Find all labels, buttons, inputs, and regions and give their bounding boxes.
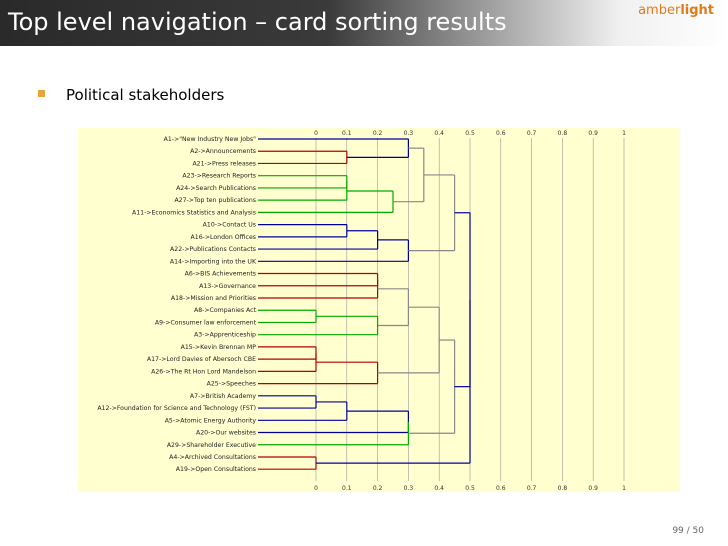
x-tick-label-bottom: 0.5	[465, 485, 475, 492]
leaf-label: A22->Publications Contacts	[170, 246, 256, 253]
x-tick-label-bottom: 0	[314, 485, 318, 492]
bullet-text: Political stakeholders	[66, 86, 225, 104]
amberlight-logo: amberlight	[638, 3, 714, 18]
dendrogram-chart: 0 0 0.1 0.1 0.2 0.2 0.3 0.3 0.4 0.4 0.5 0.5 0.6 0.6 0.…	[78, 128, 680, 492]
x-tick-label-bottom: 0.7	[527, 485, 537, 492]
leaf-label: A17->Lord Davies of Abersoch CBE	[147, 356, 256, 363]
x-tick-label-top: 0.2	[373, 130, 383, 137]
leaf-label: A3->Apprenticeship	[194, 332, 256, 339]
logo-text-light: light	[680, 3, 714, 18]
leaf-label: A18->Mission and Priorities	[171, 295, 256, 302]
x-tick-label-top: 0.1	[342, 130, 352, 137]
page-number: 99 / 50	[672, 526, 704, 536]
x-tick-label-bottom: 0.1	[342, 485, 352, 492]
leaf-label: A6->BIS Achievements	[185, 271, 256, 278]
x-tick-label-top: 0.3	[404, 130, 414, 137]
x-tick-label-top: 0.6	[496, 130, 506, 137]
x-tick-label-top: 0.4	[434, 130, 444, 137]
leaf-label: A7->British Academy	[190, 393, 256, 400]
leaf-label: A23->Research Reports	[182, 173, 256, 180]
leaf-label: A26->The Rt Hon Lord Mandelson	[151, 368, 256, 375]
x-tick-label-bottom: 0.3	[404, 485, 414, 492]
dendrogram-svg: 0 0 0.1 0.1 0.2 0.2 0.3 0.3 0.4 0.4 0.5 0.5 0.6 0.6 0.…	[97, 130, 626, 492]
leaf-label: A24->Search Publications	[176, 185, 256, 192]
leaf-label: A21->Press releases	[192, 160, 256, 167]
leaf-label: A2->Announcements	[190, 148, 256, 155]
x-tick-label-top: 0.7	[527, 130, 537, 137]
leaf-label: A14->Importing into the UK	[170, 258, 257, 265]
leaf-label: A29->Shareholder Executive	[167, 442, 256, 449]
leaf-label: A16->London Offices	[191, 234, 256, 241]
x-tick-label-bottom: 0.2	[373, 485, 383, 492]
leaf-label: A20->Our websites	[196, 430, 256, 437]
leaf-label: A10->Contact Us	[203, 222, 256, 229]
leaf-label: A19->Open Consultations	[176, 466, 256, 473]
logo-text-amber: amber	[638, 3, 681, 18]
page-title: Top level navigation – card sorting resu…	[8, 8, 507, 36]
leaf-label: A4->Archived Consultations	[169, 454, 256, 461]
x-tick-label-top: 0.5	[465, 130, 475, 137]
x-tick-label-bottom: 0.4	[434, 485, 444, 492]
leaf-label: A27->Top ten publications	[174, 197, 256, 204]
title-bar: Top level navigation – card sorting resu…	[0, 0, 728, 46]
x-tick-label-bottom: 1	[622, 485, 626, 492]
x-tick-label-bottom: 0.6	[496, 485, 506, 492]
x-tick-label-top: 1	[622, 130, 626, 137]
leaf-label: A15->Kevin Brennan MP	[181, 344, 257, 351]
leaf-label: A13->Governance	[199, 283, 256, 290]
bullet-marker	[38, 90, 45, 97]
leaf-label: A9->Consumer law enforcement	[155, 319, 257, 326]
x-tick-label-top: 0.9	[588, 130, 598, 137]
x-tick-label-bottom: 0.8	[558, 485, 568, 492]
leaf-label: A12->Foundation for Science and Technolo…	[97, 405, 256, 412]
leaf-label: A8->Companies Act	[194, 307, 257, 314]
leaf-label: A25->Speeches	[207, 381, 256, 388]
leaf-label: A1->"New Industry New Jobs"	[164, 136, 257, 143]
x-tick-label-top: 0.8	[558, 130, 568, 137]
leaf-label: A5->Atomic Energy Authority	[165, 417, 257, 424]
x-tick-label-bottom: 0.9	[588, 485, 598, 492]
x-tick-label-top: 0	[314, 130, 318, 137]
leaf-label: A11->Economics Statistics and Analysis	[132, 209, 256, 216]
